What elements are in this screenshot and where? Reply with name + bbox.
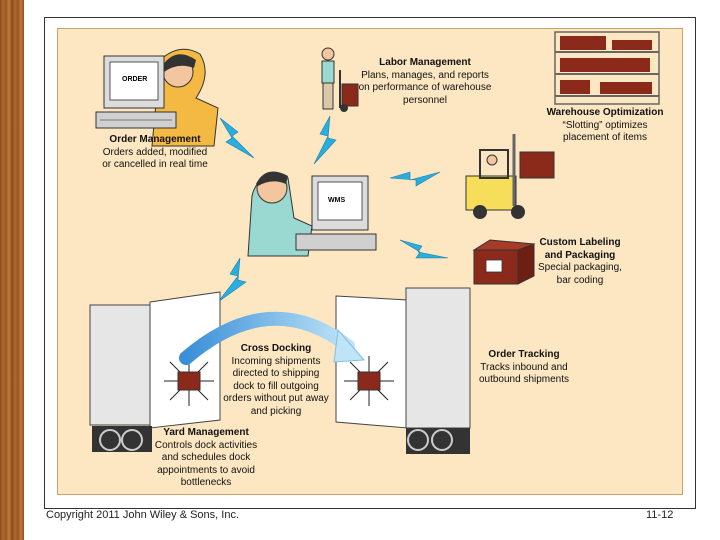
- labor-worker-illustration: [321, 47, 359, 112]
- labor-management-desc: Plans, manages, and reports on performan…: [358, 69, 492, 106]
- custom-labeling-title: Custom Labeling and Packaging: [539, 237, 621, 261]
- cross-docking-title: Cross Docking: [240, 343, 312, 354]
- package-illustration: [472, 239, 536, 285]
- order-tracking-desc: Tracks inbound and outbound shipments: [478, 361, 570, 386]
- cross-docking-desc: Incoming shipments directed to shipping …: [223, 355, 329, 417]
- lightning-bolt-icon: [219, 117, 255, 159]
- yard-management-title: Yard Management: [163, 427, 249, 438]
- yard-management-desc: Controls dock activities and schedules d…: [154, 439, 258, 489]
- order-management-desc: Orders added, modified or cancelled in r…: [102, 146, 208, 171]
- page-number: 11-12: [646, 509, 674, 521]
- order-screen-text: ORDER: [122, 76, 147, 83]
- right-truck-illustration: [335, 287, 471, 454]
- labor-management-title: Labor Management: [379, 57, 471, 68]
- forklift-illustration: [465, 134, 555, 219]
- yard-management-label: Yard Management Controls dock activities…: [148, 427, 264, 490]
- order-tracking-label: Order Tracking Tracks inbound and outbou…: [472, 349, 576, 387]
- wood-border: [0, 0, 24, 540]
- custom-labeling-label: Custom Labeling and Packaging Special pa…: [530, 237, 630, 287]
- order-management-label: Order Management Orders added, modified …: [100, 134, 210, 172]
- order-tracking-title: Order Tracking: [488, 349, 560, 360]
- lightning-bolt-icon: [399, 239, 449, 259]
- warehouse-optimization-title: Warehouse Optimization: [546, 107, 664, 118]
- order-management-title: Order Management: [109, 134, 201, 145]
- wms-illustration: [247, 171, 377, 257]
- cross-docking-label: Cross Docking Incoming shipments directe…: [222, 343, 330, 418]
- lightning-icons: [217, 115, 449, 303]
- lightning-bolt-icon: [389, 171, 441, 187]
- order-management-illustration: [95, 48, 219, 147]
- copyright-text: Copyright 2011 John Wiley & Sons, Inc.: [46, 509, 240, 521]
- cross-dock-arrow: [179, 311, 366, 365]
- lightning-bolt-icon: [313, 115, 337, 165]
- cross-dock-boxes: [164, 356, 394, 406]
- custom-labeling-desc: Special packaging, bar coding: [538, 262, 622, 286]
- labor-management-label: Labor Management Plans, manages, and rep…: [355, 57, 495, 107]
- warehouse-shelf-illustration: [554, 31, 660, 105]
- lightning-bolt-icon: [217, 257, 247, 303]
- warehouse-optimization-label: Warehouse Optimization “Slotting” optimi…: [540, 107, 670, 145]
- wms-screen-text: WMS: [328, 197, 345, 204]
- warehouse-optimization-desc: “Slotting” optimizes placement of items: [562, 119, 648, 144]
